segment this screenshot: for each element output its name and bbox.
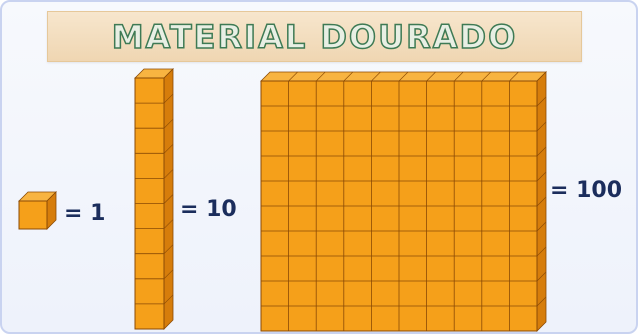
hundred-flat [261,72,546,331]
flat-label: = 100 [550,178,622,203]
unit-cube-front-face [19,201,47,229]
ten-rod [135,69,173,329]
unit-label: = 1 [64,201,105,226]
unit-cube [19,192,56,229]
rod-label: = 10 [180,197,237,222]
